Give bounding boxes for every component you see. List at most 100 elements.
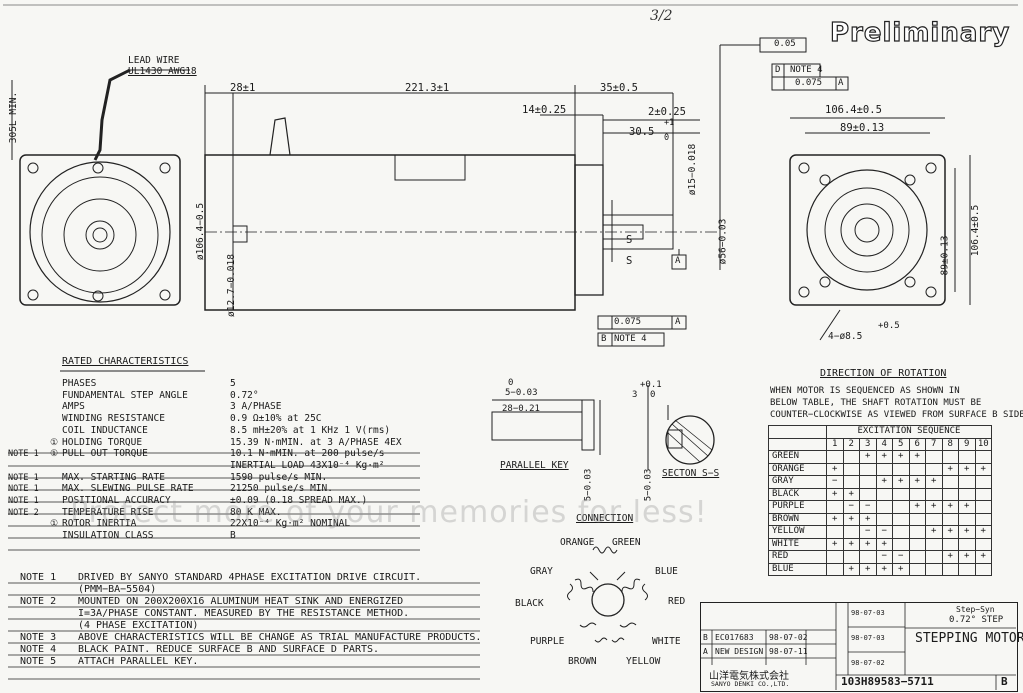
dim-30: 30.5 [629,126,655,138]
direction-line-1: WHEN MOTOR IS SEQUENCED AS SHOWN IN [770,386,960,396]
note-tag: NOTE 3 [20,632,57,643]
excitation-cell [925,550,943,564]
excitation-cell [908,462,926,476]
holes-spec: 4−ø8.5 [828,331,863,342]
note-text: I=3A/PHASE CONSTANT. MEASURED BY THE RES… [78,608,410,619]
excitation-cell [974,487,992,501]
rated-label: MAX. STARTING RATE [62,471,165,483]
rated-value: 10.1 N·mMIN. at 200 pulse/s [230,448,385,460]
note4-ref-top: NOTE 4 [790,65,823,75]
dim-106-dia: ø106.4−0.5 [195,202,207,261]
excitation-cell: + [842,562,860,576]
rated-value: INERTIAL LOAD 43X10⁻⁴ Kg·m² [230,459,385,471]
connection-title: CONNECTION [576,513,634,524]
rated-value: 3 A/PHASE [230,401,282,413]
note-ref: NOTE 2 [8,507,39,518]
rated-value: 8.5 mH±20% at 1 KHz 1 V(rms) [230,424,391,436]
excitation-cell [842,525,860,539]
excitation-row: WHITE++++ [768,537,992,551]
rev-a-number: NEW DESIGN [715,647,764,656]
datum-b-label: B [601,334,607,344]
excitation-cell: + [875,562,893,576]
excitation-cell: + [842,537,860,551]
wire-red: RED [668,596,686,607]
handwritten-note: 3/2 [650,8,673,24]
key-dim-5: 5−0.03 [505,388,538,398]
rated-value: ±0.09 (0.18 SPREAD MAX.) [230,495,368,506]
excitation-cell [925,487,943,501]
direction-line-3: COUNTER−CLOCKWISE AS VIEWED FROM SURFACE… [770,410,1023,420]
excitation-cell: + [859,450,877,464]
excitation-cell: + [908,450,926,464]
note-tag: NOTE 4 [20,644,57,655]
rated-label: FUNDAMENTAL STEP ANGLE [62,389,188,401]
note-tag: NOTE 1 [20,572,57,583]
section-dim-3-zero: 0 [650,390,656,400]
excitation-cell [958,450,976,464]
step-header: 6 [908,437,926,451]
rated-value: 0.72° [230,389,259,401]
excitation-cell [875,500,893,514]
rated-label: PHASES [62,378,97,389]
wire-name: BROWN [768,512,827,526]
dim-106-vert: 106.4±0.5 [970,204,982,257]
step-header: 10 [974,437,992,451]
datum-d-label: D [775,65,781,75]
row-marker: ① [50,437,59,448]
excitation-cell: + [875,475,893,489]
excitation-cell [974,512,992,526]
excitation-cell [941,450,959,464]
excitation-cell [892,487,910,501]
row-marker: ① [50,519,59,530]
excitation-cell: + [958,462,976,476]
wire-name: WHITE [768,537,827,551]
excitation-cell: + [908,500,926,514]
excitation-cell: + [974,550,992,564]
excitation-cell [908,525,926,539]
excitation-cell [908,487,926,501]
excitation-row: ORANGE++++ [768,462,992,476]
rated-label: PULL OUT TORQUE [62,448,148,460]
wire-gray: GRAY [530,566,553,577]
excitation-cell [875,512,893,526]
wire-name: GRAY [768,475,827,489]
step-angle: 0.72° STEP [949,615,1004,625]
dim-35: 35±0.5 [600,82,638,94]
dim-89-front: 89±0.13 [840,122,885,134]
excitation-row: GREEN++++ [768,450,992,464]
section-s-bottom: S [626,255,633,267]
excitation-cell: + [925,500,943,514]
rated-value: 0.9 Ω±10% at 25C [230,413,322,425]
excitation-cell [974,562,992,576]
excitation-cell [925,562,943,576]
rated-label: MAX. SLEWING PULSE RATE [62,483,194,495]
excitation-cell: + [842,487,860,501]
excitation-cell [925,537,943,551]
note-text: MOUNTED ON 200X200X16 ALUMINUM HEAT SINK… [78,596,404,607]
excitation-cell [925,512,943,526]
rated-value: 1590 pulse/s MIN. [230,471,328,483]
excitation-cell: + [892,562,910,576]
rated-label: WINDING RESISTANCE [62,413,165,425]
excitation-cell: − [859,500,877,514]
dim-106-front: 106.4±0.5 [825,104,882,116]
dim-2: 2±0.25 [648,106,686,118]
excitation-cell [826,450,844,464]
holes-tol: +0.5 [878,321,900,331]
step-header: 8 [941,437,959,451]
excitation-cell [842,462,860,476]
direction-title: DIRECTION OF ROTATION [820,368,947,379]
excitation-cell [842,475,860,489]
wire-name: PURPLE [768,500,827,514]
dim-14: 14±0.25 [522,104,567,116]
dim-89-vert: 89±0.13 [939,235,951,276]
excitation-row: YELLOW−−++++ [768,525,992,539]
key-zero: 0 [508,378,514,388]
dim-30-tol-up: +1 [664,118,675,128]
excitation-cell: + [941,500,959,514]
note-text: ABOVE CHARACTERISTICS WILL BE CHANGE AS … [78,632,482,643]
lead-wire-spec: UL1430 AWG18 [128,66,197,77]
perp-value: 0.075 [614,317,642,327]
excitation-cell [958,562,976,576]
dim-12-7: ø12.7−0.018 [225,254,237,317]
